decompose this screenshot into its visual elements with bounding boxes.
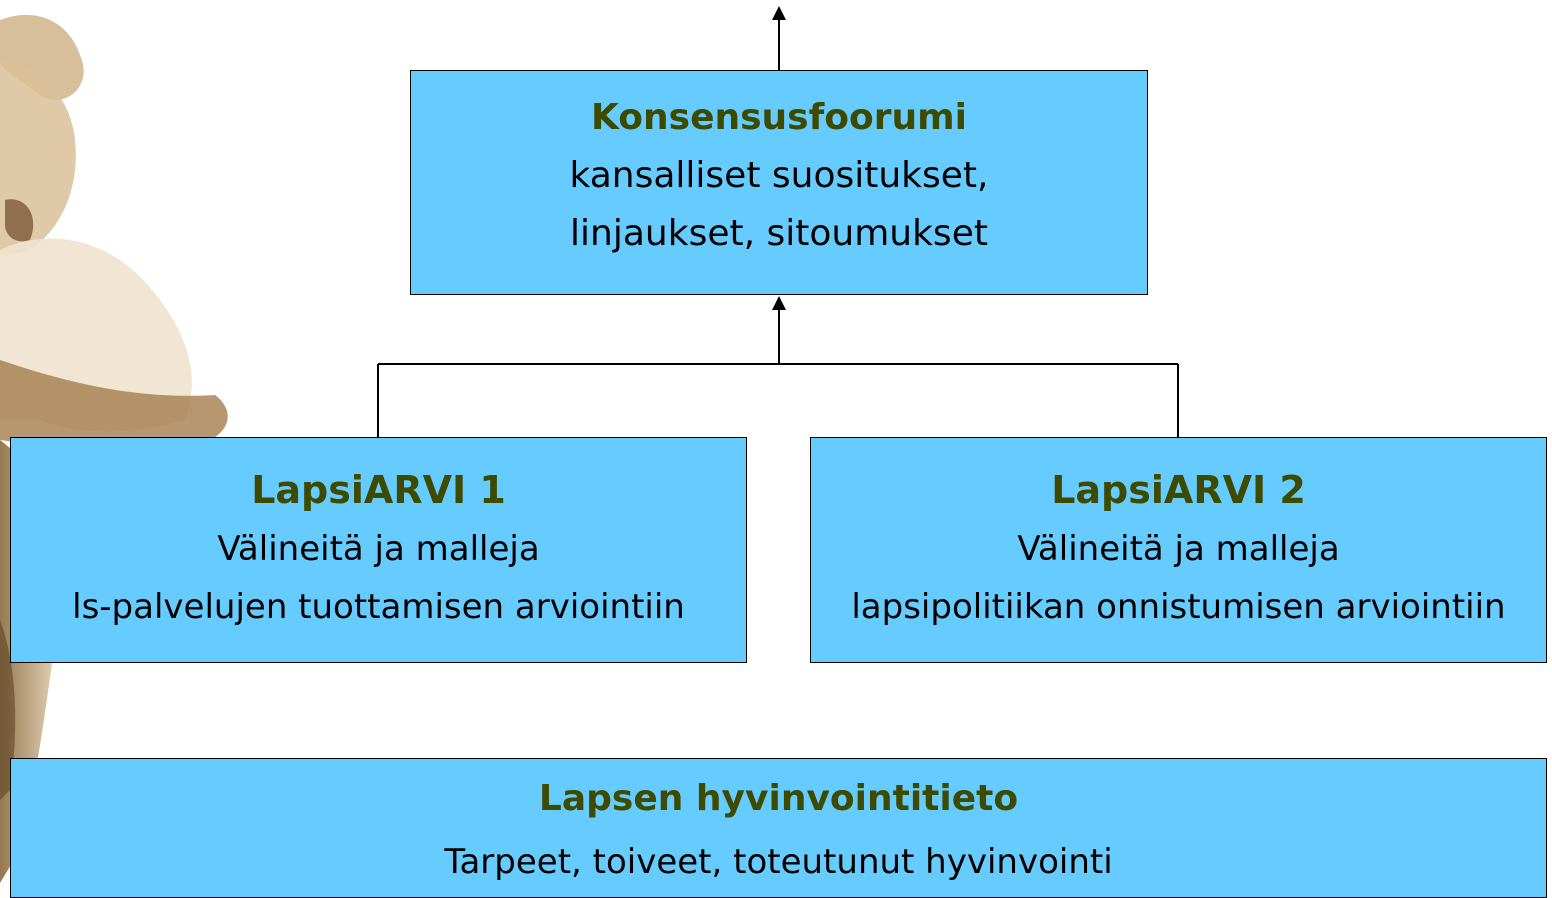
- photo-child-mouth: [5, 199, 34, 242]
- hyvinvointitieto-box: Lapsen hyvinvointitieto Tarpeet, toiveet…: [10, 758, 1547, 898]
- lapsiarvi1-line-1: Välineitä ja malleja: [217, 529, 540, 569]
- lapsiarvi2-line-2: lapsipolitiikan onnistumisen arviointiin: [851, 587, 1506, 627]
- konsensusfoorumi-line-1: kansalliset suositukset,: [569, 155, 989, 196]
- konsensusfoorumi-line-2: linjaukset, sitoumukset: [570, 213, 988, 254]
- arrowhead-mid: [772, 296, 786, 310]
- arrowhead-top: [772, 6, 786, 20]
- photo-adult-shadow: [0, 620, 16, 800]
- hyvinvointitieto-title: Lapsen hyvinvointitieto: [538, 778, 1019, 819]
- hyvinvointitieto-line-1: Tarpeet, toiveet, toteutunut hyvinvointi: [444, 842, 1113, 882]
- photo-adult-arm: [0, 360, 228, 448]
- lapsiarvi1-line-2: ls-palvelujen tuottamisen arviointiin: [72, 587, 685, 627]
- lapsiarvi1-title: LapsiARVI 1: [251, 468, 506, 512]
- lapsiarvi2-line-1: Välineitä ja malleja: [1017, 529, 1340, 569]
- lapsiarvi2-box: LapsiARVI 2 Välineitä ja malleja lapsipo…: [810, 437, 1547, 663]
- lapsiarvi1-box: LapsiARVI 1 Välineitä ja malleja ls-palv…: [10, 437, 747, 663]
- konsensusfoorumi-title: Konsensusfoorumi: [591, 97, 967, 138]
- lapsiarvi2-title: LapsiARVI 2: [1051, 468, 1306, 512]
- konsensusfoorumi-box: Konsensusfoorumi kansalliset suositukset…: [410, 70, 1148, 295]
